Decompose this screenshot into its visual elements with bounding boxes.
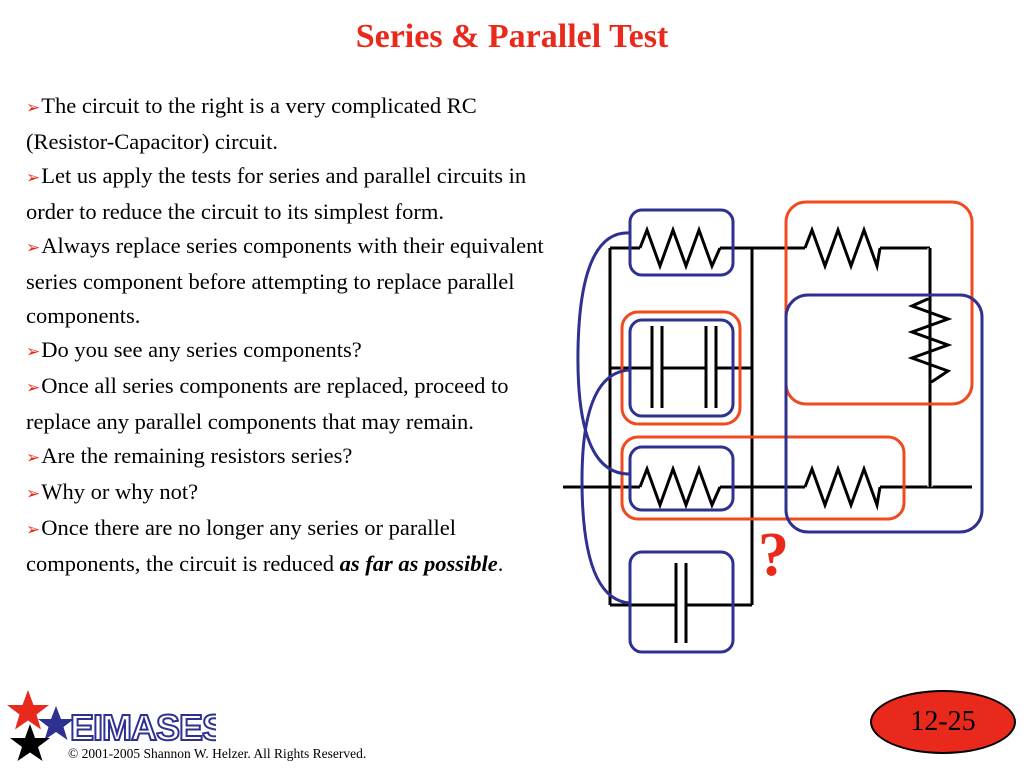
- bullet-text: Let us apply the tests for series and pa…: [26, 163, 527, 224]
- highlight-box-resistor-1: [628, 208, 735, 277]
- bullet-suffix: .: [497, 551, 504, 576]
- bullet-item: ➢The circuit to the right is a very comp…: [26, 89, 556, 159]
- resistor-top-left: [638, 225, 722, 271]
- bullet-text: Do you see any series components?: [41, 337, 362, 362]
- page-number: 12-25: [910, 706, 976, 737]
- slide-title: Series & Parallel Test: [355, 18, 669, 55]
- black-star-icon: [10, 724, 50, 761]
- highlight-box-capacitors-series: [620, 310, 742, 426]
- eimases-logo: EIMASES: [7, 690, 216, 761]
- highlight-box-capacitors: [628, 318, 735, 418]
- capacitor-bottom: [674, 563, 688, 643]
- question-mark: ?: [758, 521, 789, 589]
- bullet-text: Once there are no longer any series or p…: [26, 515, 457, 576]
- resistor-right-vertical: [907, 296, 953, 385]
- arrow-bullet-icon: ➢: [26, 378, 41, 398]
- resistor-bottom-right: [803, 464, 882, 511]
- bullet-item: ➢Once all series components are replaced…: [26, 369, 556, 439]
- bullet-item: ➢Why or why not?: [26, 475, 556, 511]
- highlight-box-right-group: [784, 293, 984, 534]
- capacitor-left: [650, 326, 664, 408]
- bullet-text: The circuit to the right is a very compl…: [26, 93, 477, 154]
- page-number-badge: 12-25: [870, 690, 1016, 754]
- parallel-curve-upper: [576, 231, 631, 476]
- arrow-bullet-icon: ➢: [26, 98, 41, 118]
- arrow-bullet-icon: ➢: [26, 484, 41, 504]
- copyright-text: © 2001-2005 Shannon W. Helzer. All Right…: [68, 746, 367, 761]
- bullet-text: Always replace series components with th…: [26, 233, 544, 328]
- resistor-bottom-left: [638, 464, 722, 510]
- highlight-box-capacitor-bottom: [628, 550, 735, 654]
- highlight-box-top-right: [784, 200, 974, 406]
- highlight-box-resistors-series: [620, 435, 906, 521]
- bullet-list: ➢The circuit to the right is a very comp…: [26, 89, 556, 581]
- bullet-item: ➢Do you see any series components?: [26, 333, 556, 369]
- red-star-icon: [7, 690, 49, 730]
- arrow-bullet-icon: ➢: [26, 168, 41, 188]
- arrow-bullet-icon: ➢: [26, 342, 41, 362]
- bullet-emphasis: as far as possible: [339, 551, 498, 576]
- capacitor-right: [704, 326, 718, 408]
- bullet-text: Once all series components are replaced,…: [26, 373, 509, 434]
- resistor-top-right: [803, 225, 882, 272]
- blue-star-icon: [38, 706, 74, 740]
- arrow-bullet-icon: ➢: [26, 520, 41, 540]
- bullet-text: Are the remaining resistors series?: [41, 443, 353, 468]
- bullet-item: ➢Let us apply the tests for series and p…: [26, 159, 556, 229]
- bullet-item: ➢Always replace series components with t…: [26, 229, 556, 333]
- parallel-curve-lower: [580, 368, 631, 605]
- highlight-box-resistor-2: [628, 445, 735, 512]
- arrow-bullet-icon: ➢: [26, 238, 41, 258]
- bullet-text: Why or why not?: [41, 479, 199, 504]
- bullet-item: ➢Are the remaining resistors series?: [26, 439, 556, 475]
- logo-text: EIMASES: [70, 707, 216, 748]
- arrow-bullet-icon: ➢: [26, 448, 41, 468]
- bullet-item: ➢Once there are no longer any series or …: [26, 511, 556, 581]
